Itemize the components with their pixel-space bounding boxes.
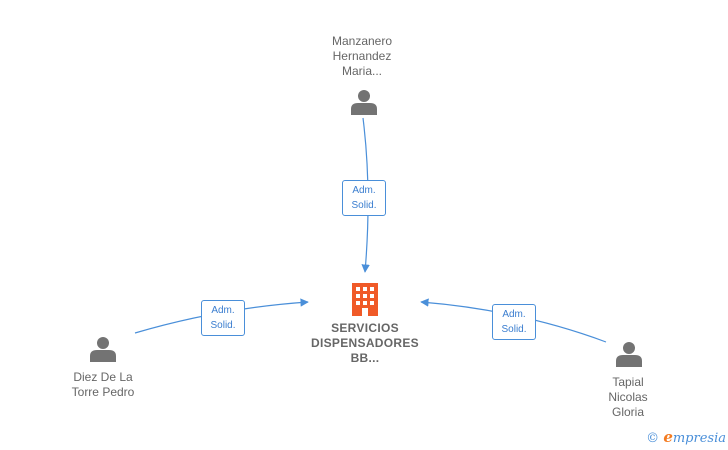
- person-icon[interactable]: [616, 342, 642, 367]
- role-badge-left[interactable]: Adm. Solid.: [201, 300, 245, 336]
- empresia-watermark[interactable]: © empresia: [646, 428, 726, 446]
- company-name-line: SERVICIOS: [331, 321, 399, 335]
- role-badge-top[interactable]: Adm. Solid.: [342, 180, 386, 216]
- person-name-line: Maria...: [341, 64, 382, 78]
- person-name-line: Gloria: [611, 405, 644, 419]
- role-line: Solid.: [501, 324, 527, 335]
- brand-initial: e: [663, 428, 673, 446]
- role-line: Solid.: [210, 320, 236, 331]
- person-icon[interactable]: [90, 337, 116, 362]
- person-label-right[interactable]: Tapial Nicolas Gloria: [580, 375, 676, 420]
- role-line: Solid.: [351, 200, 377, 211]
- person-icon[interactable]: [351, 90, 377, 115]
- person-name-line: Manzanero: [331, 34, 393, 48]
- person-name-line: Diez De La: [73, 370, 133, 384]
- person-name-line: Nicolas: [608, 390, 648, 404]
- company-name-line: DISPENSADORES: [311, 336, 419, 350]
- role-line: Adm.: [502, 309, 526, 320]
- role-line: Adm.: [352, 185, 376, 196]
- person-name-line: Tapial: [612, 375, 644, 389]
- copyright-symbol: ©: [646, 431, 660, 446]
- person-label-top[interactable]: Manzanero Hernandez Maria...: [312, 34, 412, 79]
- brand-rest: mpresia: [672, 431, 726, 446]
- role-line: Adm.: [211, 305, 235, 316]
- person-label-left[interactable]: Diez De La Torre Pedro: [53, 370, 153, 400]
- company-label[interactable]: SERVICIOS DISPENSADORES BB...: [295, 321, 435, 366]
- person-name-line: Torre Pedro: [71, 385, 135, 399]
- person-name-line: Hernandez: [332, 49, 392, 63]
- role-badge-right[interactable]: Adm. Solid.: [492, 304, 536, 340]
- building-icon[interactable]: [352, 283, 378, 316]
- company-name-line: BB...: [350, 351, 380, 365]
